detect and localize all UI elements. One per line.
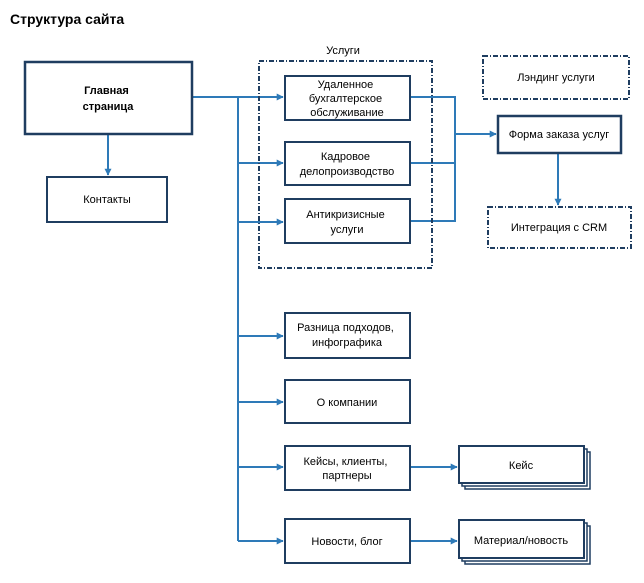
node-anticrisis-label: Антикризисные услуги bbox=[306, 209, 388, 236]
node-remote-accounting-label: Удаленное бухгалтерское обслуживание bbox=[309, 79, 385, 119]
node-cases-clients bbox=[284, 445, 411, 491]
node-approaches-label: Разница подходов, инфографика bbox=[297, 322, 397, 349]
node-news-blog-label: Новости, блог bbox=[311, 536, 382, 548]
node-contacts bbox=[46, 176, 168, 223]
node-crm-label: Интеграция с CRM bbox=[511, 222, 607, 234]
node-about bbox=[284, 379, 411, 424]
node-hr-docs bbox=[284, 141, 411, 186]
node-crm bbox=[487, 206, 632, 249]
node-home bbox=[23, 60, 194, 136]
node-home-label: Главная страница bbox=[83, 85, 135, 113]
node-anticrisis bbox=[284, 198, 411, 244]
node-about-label: О компании bbox=[317, 397, 378, 409]
node-news-blog bbox=[284, 518, 411, 564]
connectors bbox=[104, 93, 562, 545]
node-cases-clients-label: Кейсы, клиенты, партнеры bbox=[304, 456, 391, 482]
node-material: Материал/новость bbox=[458, 519, 591, 565]
node-landing bbox=[482, 55, 630, 100]
node-case: Кейс bbox=[458, 445, 591, 490]
node-hr-docs-label: Кадровое делопроизводство bbox=[300, 151, 395, 178]
diagram-title: Структура сайта bbox=[10, 11, 124, 27]
node-material-label: Материал/новость bbox=[474, 535, 569, 547]
node-case-label: Кейс bbox=[509, 460, 534, 472]
services-group-label: Услуги bbox=[326, 45, 360, 57]
node-remote-accounting bbox=[284, 75, 411, 121]
node-approaches bbox=[284, 312, 411, 359]
node-landing-label: Лэндинг услуги bbox=[517, 72, 595, 84]
node-order-form bbox=[496, 114, 623, 155]
node-contacts-label: Контакты bbox=[83, 194, 131, 206]
node-order-form-label: Форма заказа услуг bbox=[509, 129, 610, 141]
